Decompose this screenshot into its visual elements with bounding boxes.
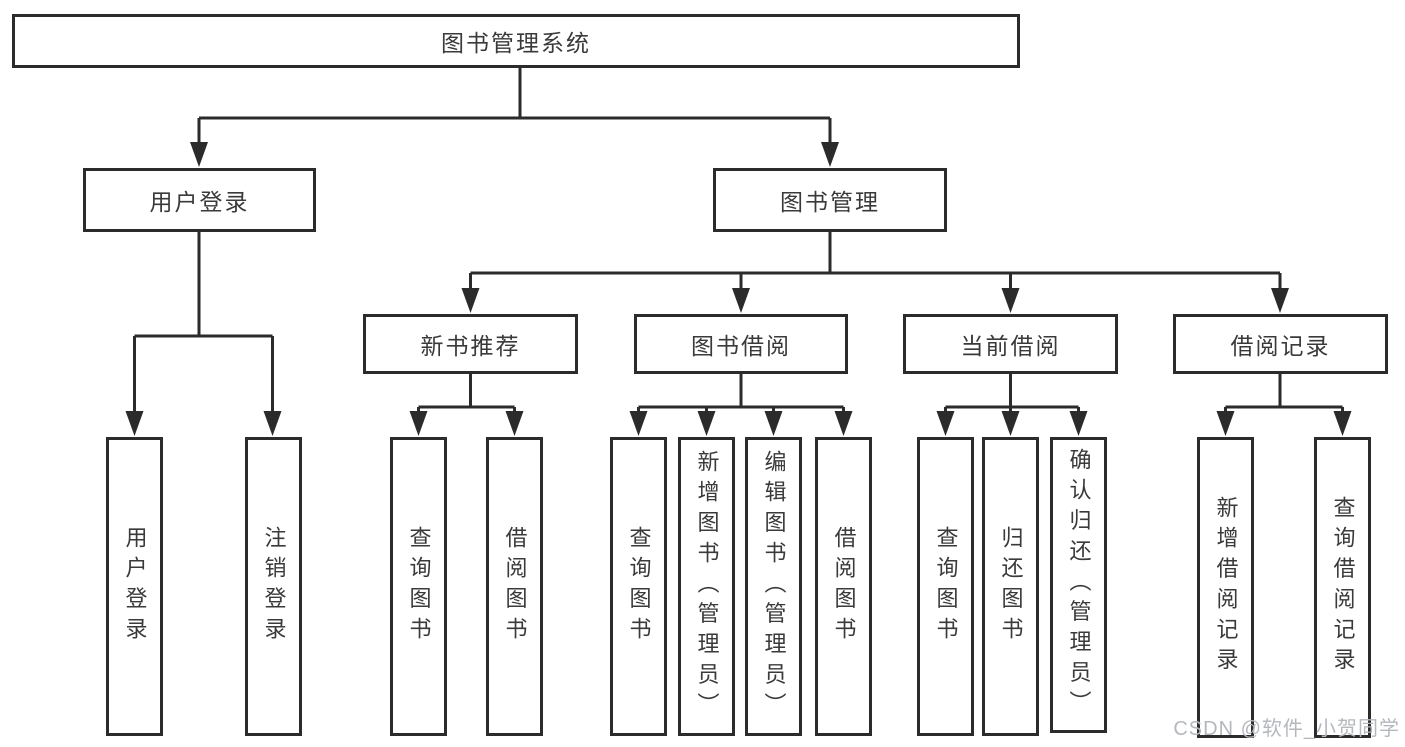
node-label: 查询借阅记录 (1330, 496, 1356, 679)
node-label: 用户登录 (122, 525, 148, 648)
arrow-icon (629, 411, 648, 436)
node-logout-leaf: 注销登录 (245, 437, 302, 736)
arrow-icon (409, 411, 428, 436)
node-book-management: 图书管理 (713, 168, 947, 232)
node-add-borrow-record: 新增借阅记录 (1197, 437, 1254, 738)
node-query-books-2: 查询图书 (610, 437, 667, 736)
node-book-borrowing: 图书借阅 (634, 314, 848, 374)
arrowheads (125, 142, 1352, 436)
arrow-icon (1271, 288, 1289, 313)
arrow-icon (505, 411, 524, 436)
arrow-icon (732, 288, 750, 313)
node-label: 查询图书 (933, 525, 959, 648)
connector-new-book-recommend-to-leaves (417, 372, 516, 430)
node-borrow-books-2: 借阅图书 (815, 437, 872, 736)
node-root: 图书管理系统 (12, 14, 1020, 68)
node-confirm-return-admin: 确认归还（管理员） (1050, 437, 1107, 733)
node-borrow-books-1: 借阅图书 (486, 437, 543, 736)
arrow-icon (263, 411, 282, 436)
connector-borrowing-records-to-leaves (1224, 372, 1344, 430)
node-user-login-leaf: 用户登录 (106, 437, 163, 736)
arrow-icon (125, 411, 144, 436)
arrow-icon (764, 411, 783, 436)
connector-root-to-level2 (197, 66, 832, 160)
node-label: 注销登录 (261, 525, 287, 648)
csdn-watermark: CSDN @软件_小贺同学 (1173, 718, 1400, 740)
arrow-icon (190, 142, 208, 167)
connector-user-login-to-leaves (133, 231, 274, 430)
arrow-icon (697, 411, 716, 436)
arrow-icon (1333, 411, 1352, 436)
arrow-icon (834, 411, 853, 436)
node-return-books: 归还图书 (982, 437, 1039, 736)
arrow-icon (1216, 411, 1235, 436)
connector-book-borrowing-to-leaves (637, 372, 845, 430)
arrow-icon (821, 142, 839, 167)
node-label: 查询图书 (406, 525, 432, 648)
node-label: 新增借阅记录 (1213, 496, 1239, 679)
arrow-icon (1001, 288, 1020, 313)
arrow-icon (1069, 411, 1088, 436)
arrow-icon (936, 411, 955, 436)
node-label: 归还图书 (998, 525, 1024, 648)
node-user-login: 用户登录 (83, 168, 316, 232)
node-current-borrowing: 当前借阅 (903, 314, 1118, 374)
connector-book-management-to-level3 (469, 231, 1282, 307)
node-add-books-admin: 新增图书（管理员） (678, 437, 735, 736)
arrow-icon (1001, 411, 1020, 436)
node-label: 确认归还（管理员） (1066, 448, 1092, 722)
node-query-books-1: 查询图书 (390, 437, 447, 736)
node-label: 新增图书（管理员） (694, 449, 720, 724)
node-query-books-3: 查询图书 (917, 437, 974, 736)
node-label: 借阅图书 (502, 525, 528, 648)
node-label: 编辑图书（管理员） (761, 449, 787, 724)
node-query-borrow-record: 查询借阅记录 (1314, 437, 1371, 738)
node-borrowing-records: 借阅记录 (1173, 314, 1388, 374)
arrow-icon (461, 288, 480, 313)
node-edit-books-admin: 编辑图书（管理员） (745, 437, 802, 736)
node-label: 查询图书 (626, 525, 652, 648)
node-new-book-recommend: 新书推荐 (363, 314, 578, 374)
node-label: 借阅图书 (831, 525, 857, 648)
